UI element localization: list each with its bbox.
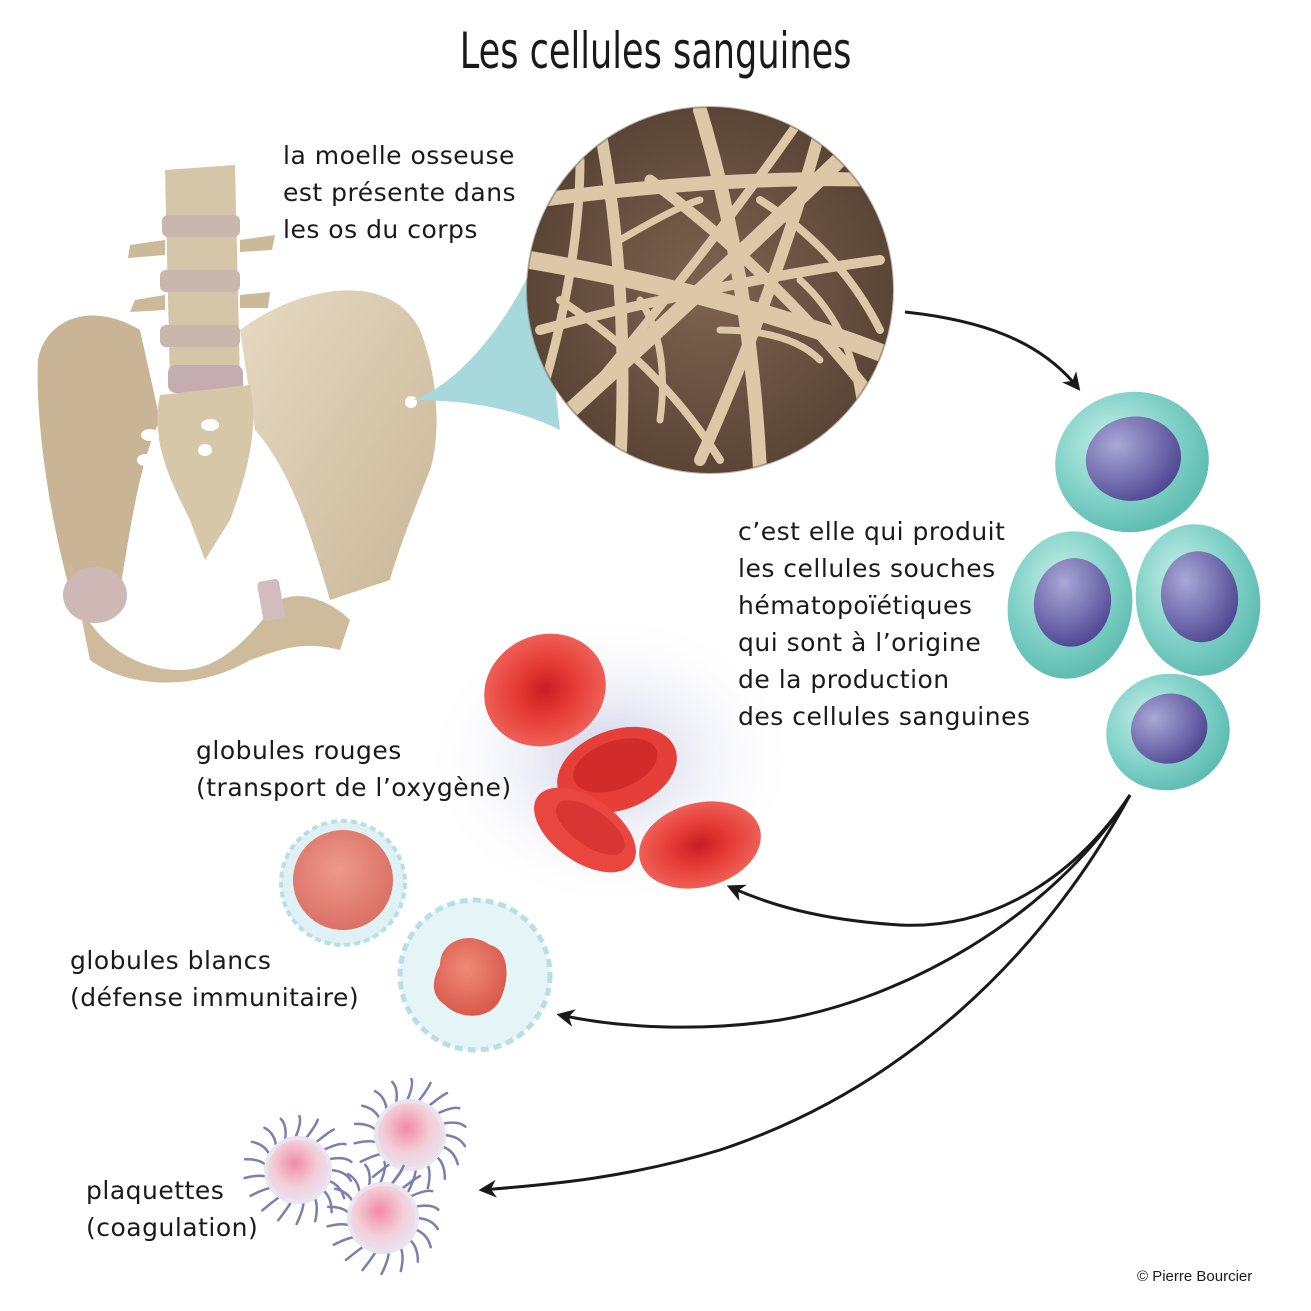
red-blood-cells-illustration <box>484 633 761 889</box>
platelet <box>326 1160 440 1276</box>
page-title: Les cellules sanguines <box>459 22 852 80</box>
marrow-label: la moelle osseuse est présente dans les … <box>283 141 517 244</box>
stem-cells-label: c’est elle qui produit les cellules souc… <box>738 517 1031 731</box>
spine <box>128 165 275 393</box>
bone-marrow-closeup <box>526 106 894 474</box>
stem-cell <box>1135 524 1261 676</box>
pelvis-illustration <box>37 165 437 683</box>
stem-cell-nucleus <box>1130 693 1208 764</box>
trabecula <box>556 296 724 464</box>
copyright-credit: © Pierre Bourcier <box>1137 1268 1253 1285</box>
marrow-location-dot <box>405 396 417 408</box>
white-cells-label: globules blancs (défense immunitaire) <box>70 946 360 1012</box>
white-blood-cells-illustration <box>279 819 553 1053</box>
stem-cell-nucleus <box>1085 416 1182 501</box>
trabecula <box>616 196 704 244</box>
stem-cell-nucleus <box>1033 558 1112 647</box>
arrow-to-white-cells <box>556 794 1132 1029</box>
trabecula <box>716 326 824 364</box>
trabecula <box>535 155 585 405</box>
trabecula <box>527 251 893 369</box>
red-cells-label: globules rouges (transport de l’oxygène) <box>196 736 512 802</box>
trabecula <box>636 296 666 424</box>
platelets-label: plaquettes (coagulation) <box>86 1176 259 1242</box>
arrow-to-platelets <box>478 794 1132 1198</box>
platelet <box>353 1077 467 1193</box>
trabecula <box>796 276 864 404</box>
production-arrows <box>478 794 1132 1198</box>
red-blood-cell <box>639 801 761 889</box>
platelets-illustration <box>243 1077 467 1276</box>
trabecula <box>756 196 884 334</box>
trabecula <box>595 115 805 385</box>
arrow-marrow-to-stem-cells <box>904 310 1081 391</box>
arrow-to-red-cells <box>726 794 1132 927</box>
stem-cell <box>1106 673 1230 791</box>
stem-cell <box>1055 391 1209 533</box>
stem-cells-illustration <box>1007 391 1261 791</box>
stem-cell <box>1007 531 1133 679</box>
zoom-cone <box>413 250 560 430</box>
trabecula <box>594 124 629 473</box>
stem-cell-nucleus <box>1160 551 1239 643</box>
red-blood-cell <box>484 633 606 747</box>
platelet <box>243 1114 353 1226</box>
